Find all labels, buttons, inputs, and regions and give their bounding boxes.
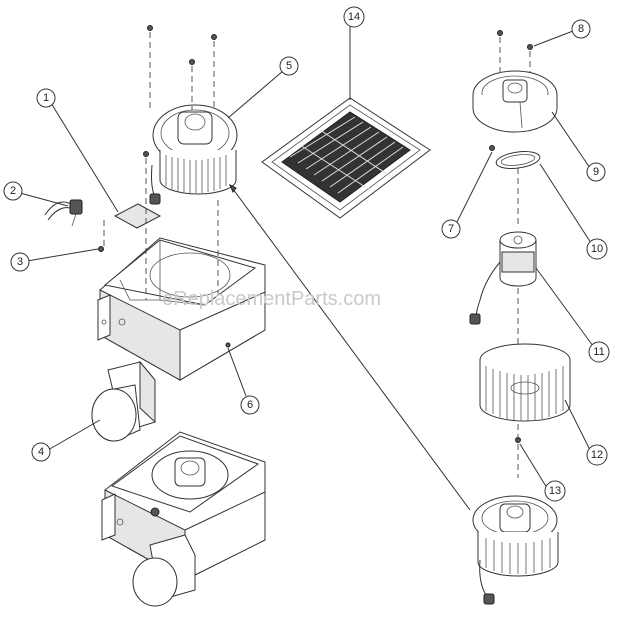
callout-4: 4 (31, 442, 51, 462)
callout-11-label: 11 (593, 346, 604, 358)
housing-assembly-top (97, 237, 266, 381)
callout-12: 12 (586, 444, 608, 466)
housing-assembly-complete (101, 431, 266, 607)
callout-3: 3 (10, 252, 30, 272)
callout-4-label: 4 (38, 446, 44, 458)
callout-13-label: 13 (549, 485, 561, 497)
screws-right (497, 30, 533, 72)
screw-3 (98, 246, 104, 252)
assembly-leader-line (229, 184, 471, 511)
callout-1: 1 (36, 88, 56, 108)
callout-8: 8 (571, 19, 591, 39)
callout-9: 9 (586, 162, 606, 182)
grille-panel (261, 97, 431, 219)
callout-5: 5 (279, 56, 299, 76)
callout-12-label: 12 (591, 449, 603, 461)
callout-2: 2 (3, 181, 23, 201)
callout-10: 10 (586, 238, 608, 260)
wire-connector (44, 199, 83, 227)
leader-lines (19, 26, 594, 489)
mount-screws-left (103, 25, 219, 300)
blower-assembly-left (149, 104, 238, 205)
callout-7-label: 7 (448, 223, 454, 235)
callout-5-label: 5 (286, 60, 292, 72)
callout-9-label: 9 (593, 166, 599, 178)
motor-mounting-plate (472, 70, 558, 133)
callout-14: 14 (343, 6, 365, 28)
callout-3-label: 3 (17, 256, 23, 268)
callout-10-label: 10 (591, 243, 603, 255)
blower-assembly-complete (472, 495, 559, 605)
cover-plate (113, 203, 162, 229)
callout-2-label: 2 (10, 185, 16, 197)
callout-14-label: 14 (348, 11, 360, 23)
screw-7 (489, 145, 495, 151)
callout-8-label: 8 (578, 23, 584, 35)
motor (469, 231, 537, 325)
gasket-ring (495, 151, 541, 169)
blower-wheel (479, 343, 571, 422)
callout-11: 11 (588, 341, 610, 363)
callout-13: 13 (544, 480, 566, 502)
callout-7: 7 (441, 219, 461, 239)
duct-connector (91, 360, 156, 442)
callout-1-label: 1 (43, 92, 49, 104)
watermark-text: eReplacementParts.com (162, 288, 381, 310)
callout-6: 6 (240, 395, 260, 415)
callout-6-label: 6 (247, 399, 253, 411)
